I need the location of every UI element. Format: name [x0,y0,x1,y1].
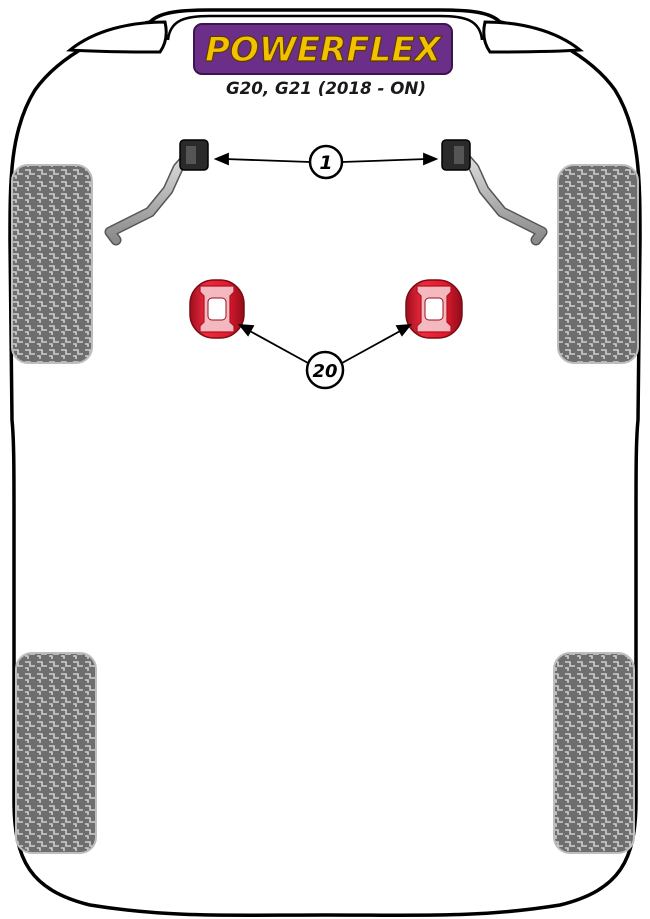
callout-1-badge: 1 [308,144,344,180]
callout-20-label: 20 [312,361,337,382]
front-left-red-bush [189,279,245,339]
front-left-tyre [11,164,93,364]
front-left-drop-link [104,139,209,246]
logo-text: POWERFLEX [205,30,443,70]
callout-20-badge: 20 [305,350,345,390]
callout-1-label: 1 [319,152,332,174]
rear-left-tyre [15,652,97,854]
front-right-red-bush [405,279,463,339]
front-left-corner-line [66,20,168,54]
front-right-drop-link [441,139,548,246]
rear-right-tyre [553,652,635,854]
callout-1-arrows [213,152,439,166]
callout-20-arrows [238,323,412,364]
powerflex-logo: POWERFLEX [193,23,453,75]
front-right-corner-line [482,20,584,54]
front-right-tyre [557,164,639,364]
bonnet-line [166,14,484,41]
model-subtitle: G20, G21 (2018 - ON) [226,79,426,99]
